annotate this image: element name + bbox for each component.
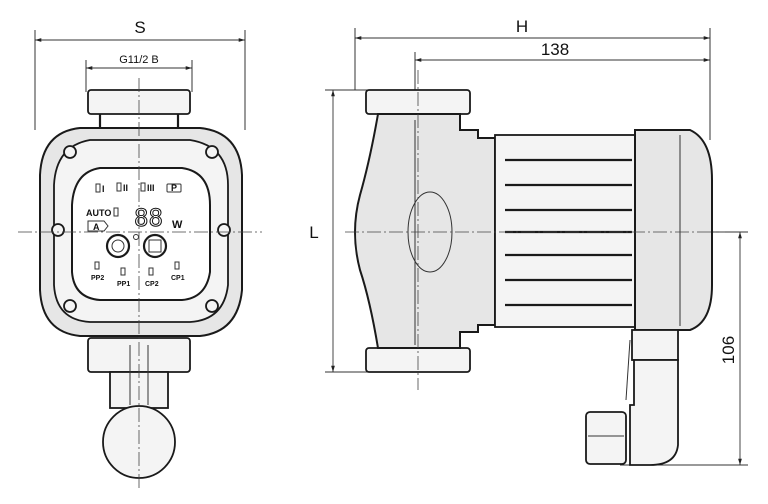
screw-icon [63,299,77,313]
cable-elbow [629,359,679,466]
mode-label: A [93,222,100,232]
mode-indicators: PP2 PP1 CP2 CP1 [91,261,185,288]
mode-button[interactable] [105,233,131,259]
side-view: H 138 L 106 [309,17,748,466]
auto-label: AUTO [86,208,111,218]
mode-indicator-label: CP1 [171,275,185,282]
front-view: S G11/2 B I II III P AUTO [18,18,262,490]
seven-segment-display: 88 [134,204,163,232]
pump-volute [354,113,496,349]
speed-label: III [147,183,155,193]
control-box-side [634,129,713,331]
screw-icon [205,299,219,313]
auto-mode-indicator [87,220,109,232]
speed-label: II [123,183,128,193]
mode-indicator-label: CP2 [145,281,159,288]
speed-indicators: I II III P [95,182,182,194]
mode-indicator-label: PP1 [117,281,130,288]
screw-icon [63,145,77,159]
dimension-l-label: L [309,223,318,242]
dimension-138-label: 138 [541,40,569,59]
mode-indicator-label: PP2 [91,275,104,282]
screw-icon [217,223,231,237]
cable-gland-side [585,411,627,465]
dimension-h-label: H [516,17,528,36]
dimension-s-label: S [134,18,145,37]
select-button[interactable] [142,233,168,259]
dimension-106-label: 106 [719,336,738,364]
screw-icon [205,145,219,159]
screw-icon [51,223,65,237]
dimension-thread-label: G11/2 B [119,54,159,66]
speed-label: P [171,183,177,193]
speed-label: I [102,184,105,194]
unit-label: W [172,219,183,231]
